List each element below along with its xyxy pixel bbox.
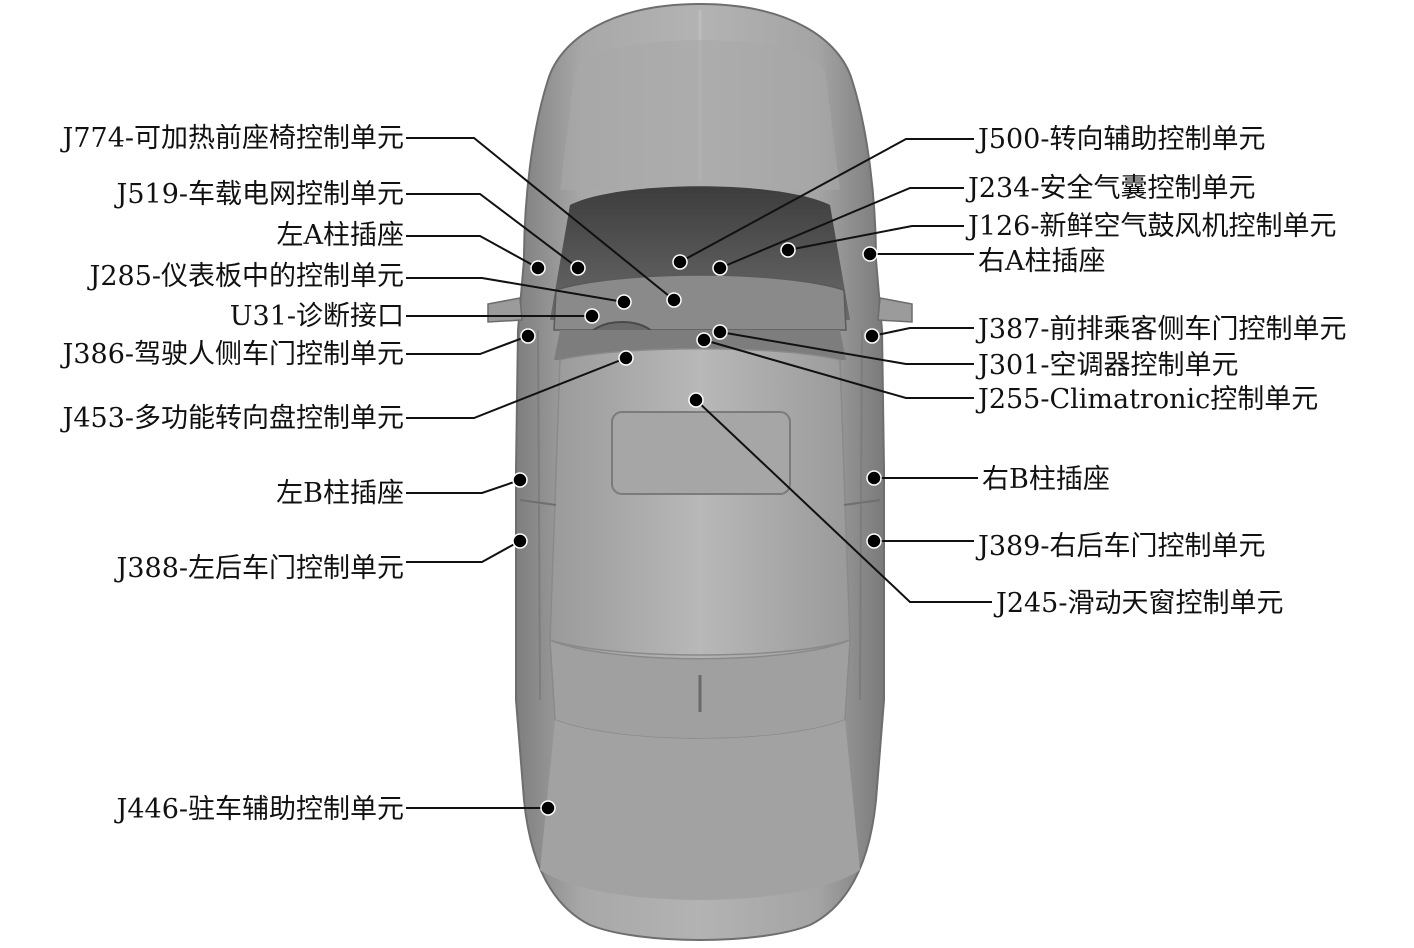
label-j519: J519-车载电网控制单元 bbox=[114, 179, 404, 210]
right-mirror bbox=[877, 297, 913, 323]
label-left-b: 左B柱插座 bbox=[276, 478, 404, 509]
marker-j301 bbox=[712, 324, 728, 340]
marker-j285 bbox=[616, 294, 632, 310]
marker-left-a bbox=[530, 260, 546, 276]
hood-panel bbox=[560, 40, 840, 190]
leader-j386 bbox=[406, 335, 529, 355]
label-j255: J255-Climatronic控制单元 bbox=[975, 384, 1318, 415]
label-j389: J389-右后车门控制单元 bbox=[975, 531, 1265, 562]
marker-j446 bbox=[540, 800, 556, 816]
leader-j234 bbox=[719, 187, 964, 269]
marker-j774 bbox=[666, 292, 682, 308]
left-door-seam bbox=[519, 499, 557, 506]
leader-j387 bbox=[871, 327, 974, 337]
right-door-lines bbox=[859, 329, 863, 701]
label-left-a: 左A柱插座 bbox=[277, 220, 405, 251]
marker-u31 bbox=[584, 308, 600, 324]
leader-left-a bbox=[406, 235, 539, 269]
leader-j453 bbox=[406, 357, 627, 419]
marker-left-b bbox=[512, 472, 528, 488]
dashboard bbox=[553, 274, 847, 331]
car-illustration bbox=[487, 2, 913, 941]
right-callouts: J500-转向辅助控制单元 J234-安全气囊控制单元 J126-新鲜空气鼓风机… bbox=[672, 124, 1346, 619]
label-j500: J500-转向辅助控制单元 bbox=[975, 124, 1265, 155]
leader-j126 bbox=[787, 225, 964, 251]
leader-j255 bbox=[703, 339, 974, 399]
label-right-b: 右B柱插座 bbox=[982, 464, 1110, 495]
marker-right-b bbox=[866, 470, 882, 486]
marker-j387 bbox=[864, 328, 880, 344]
label-j388: J388-左后车门控制单元 bbox=[114, 553, 404, 584]
marker-j500 bbox=[672, 254, 688, 270]
label-j386: J386-驾驶人侧车门控制单元 bbox=[60, 339, 404, 370]
marker-j245 bbox=[688, 392, 704, 408]
sunroof bbox=[611, 411, 791, 495]
marker-j389 bbox=[866, 533, 882, 549]
leader-j519 bbox=[406, 193, 579, 269]
label-j387: J387-前排乘客侧车门控制单元 bbox=[975, 314, 1346, 345]
leader-left-b bbox=[406, 479, 521, 494]
label-j774: J774-可加热前座椅控制单元 bbox=[60, 123, 404, 154]
label-u31: U31-诊断接口 bbox=[230, 301, 404, 332]
label-right-a: 右A柱插座 bbox=[978, 246, 1106, 277]
marker-j388 bbox=[512, 533, 528, 549]
label-j446: J446-驻车辅助控制单元 bbox=[114, 794, 404, 825]
label-j301: J301-空调器控制单元 bbox=[975, 350, 1238, 381]
marker-j386 bbox=[520, 328, 536, 344]
left-callouts: J774-可加热前座椅控制单元 J519-车载电网控制单元 左A柱插座 J285… bbox=[60, 123, 682, 825]
leader-j774 bbox=[406, 137, 675, 301]
leader-j500 bbox=[679, 138, 974, 263]
label-j453: J453-多功能转向盘控制单元 bbox=[60, 403, 404, 434]
label-j234: J234-安全气囊控制单元 bbox=[965, 173, 1255, 204]
marker-j519 bbox=[570, 260, 586, 276]
leader-j388 bbox=[406, 540, 521, 563]
leader-j245 bbox=[695, 399, 992, 603]
label-j285: J285-仪表板中的控制单元 bbox=[87, 261, 404, 292]
right-door-seam bbox=[843, 499, 881, 506]
label-j126: J126-新鲜空气鼓风机控制单元 bbox=[965, 211, 1336, 242]
left-mirror bbox=[487, 297, 523, 323]
marker-j255 bbox=[696, 332, 712, 348]
label-j245: J245-滑动天窗控制单元 bbox=[993, 588, 1283, 619]
marker-j126 bbox=[780, 242, 796, 258]
marker-j453 bbox=[618, 350, 634, 366]
marker-right-a bbox=[862, 246, 878, 262]
leader-j285 bbox=[406, 277, 625, 303]
leader-j301 bbox=[719, 331, 974, 365]
marker-j234 bbox=[712, 260, 728, 276]
trunk bbox=[540, 720, 860, 900]
